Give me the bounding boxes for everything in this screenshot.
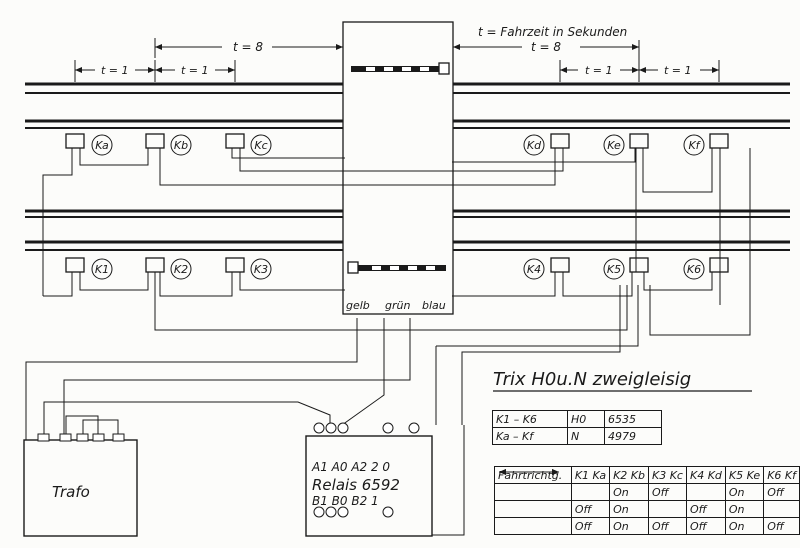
trafo-terminals	[37, 433, 125, 442]
contact-k4: K4	[523, 257, 570, 280]
state-cell	[570, 483, 611, 501]
timing-label: t = 8	[233, 40, 263, 54]
relais-top-terminals: A1 A0 A2 2 0	[311, 460, 390, 474]
contact-kc: Kc	[225, 133, 272, 156]
state-cell: Off	[763, 483, 800, 501]
direction-left-arrow	[494, 468, 572, 518]
timing-dimensions	[74, 38, 720, 82]
table-row: Off On Off On	[494, 468, 800, 518]
contact-label: Kc	[254, 139, 267, 152]
contact-ka: Ka	[65, 133, 113, 156]
timing-label: t = 1	[664, 64, 692, 77]
parts-gauge: N	[567, 427, 605, 445]
state-cell: Off	[570, 517, 611, 535]
parts-number: 4979	[604, 427, 662, 445]
state-cell: Off	[570, 500, 611, 518]
state-cell: Off	[648, 483, 687, 501]
trafo-label: Trafo	[52, 483, 90, 501]
state-cell	[685, 483, 726, 501]
state-cell: On	[724, 517, 765, 535]
state-cell	[648, 500, 687, 518]
parts-table: K1 – K6 H0 6535 Ka – Kf N 4979	[492, 410, 662, 445]
legend-text: t = Fahrzeit in Sekunden	[478, 25, 627, 39]
contact-label: Kb	[174, 139, 188, 152]
table-row: Ka – Kf N 4979	[492, 427, 662, 445]
contact-label: K6	[687, 263, 701, 276]
contact-k1: K1	[65, 257, 113, 280]
contact-label: Ka	[95, 139, 109, 152]
state-cell: On	[724, 500, 765, 518]
table-row: On Off On Off	[494, 468, 800, 501]
state-cell: On	[724, 483, 765, 501]
parts-number: 6535	[604, 410, 662, 428]
timing-label: t = 8	[531, 40, 561, 54]
relais-box	[305, 435, 433, 537]
barrier-bottom	[347, 261, 446, 274]
timing-label: t = 1	[101, 64, 129, 77]
state-cell: Off	[648, 517, 687, 535]
table-row: K1 – K6 H0 6535	[492, 410, 662, 428]
header-cell: K2 Kb	[609, 466, 649, 484]
barrier-top	[351, 62, 450, 75]
contact-label: K5	[607, 263, 621, 276]
state-cell: Off	[763, 517, 800, 535]
contact-kf: Kf	[683, 133, 729, 156]
timing-label: t = 1	[181, 64, 209, 77]
direction-both-arrow	[494, 468, 572, 535]
diagram-title: Trix H0u.N zweigleisig	[493, 369, 691, 390]
timing-label: t = 1	[585, 64, 613, 77]
contact-label: K4	[527, 263, 541, 276]
state-cell: On	[609, 517, 649, 535]
state-cell	[763, 500, 800, 518]
state-cell: Off	[685, 500, 726, 518]
relais-terminals	[313, 422, 420, 518]
relais-bottom-terminals: B1 B0 B2 1	[312, 494, 379, 508]
contact-k3: K3	[225, 257, 272, 280]
contact-label: Kd	[527, 139, 542, 152]
contact-label: K3	[254, 263, 268, 276]
contact-label: Kf	[688, 139, 701, 152]
parts-gauge: H0	[567, 410, 605, 428]
header-cell: K5 Ke	[724, 466, 765, 484]
contact-ke: Ke	[603, 133, 649, 156]
contact-label: K2	[174, 263, 188, 276]
contact-k5: K5	[603, 257, 649, 280]
contact-label: K1	[95, 263, 109, 276]
header-cell: K3 Kc	[648, 466, 687, 484]
state-cell: On	[609, 500, 649, 518]
parts-range: K1 – K6	[492, 410, 568, 428]
table-row: Off On Off Off On Off	[494, 468, 800, 535]
direction-right-arrow	[494, 468, 572, 501]
terminal-gruen: grün	[385, 299, 410, 312]
contact-label: Ke	[607, 139, 621, 152]
terminal-gelb: gelb	[346, 299, 370, 312]
header-cell: K1 Ka	[570, 466, 611, 484]
state-cell: Off	[685, 517, 726, 535]
contact-kb: Kb	[145, 133, 192, 156]
relais-name: Relais 6592	[312, 476, 400, 494]
contact-k6: K6	[683, 257, 729, 280]
header-cell: K4 Kd	[685, 466, 726, 484]
wiring	[25, 148, 751, 536]
terminal-blau: blau	[422, 299, 446, 312]
contact-k2: K2	[145, 257, 192, 280]
state-cell: On	[609, 483, 649, 501]
parts-range: Ka – Kf	[492, 427, 568, 445]
header-cell: K6 Kf	[763, 466, 800, 484]
direction-table: Fahrtrichtg. K1 Ka K2 Kb K3 Kc K4 Kd K5 …	[494, 466, 800, 535]
contact-kd: Kd	[523, 133, 570, 156]
